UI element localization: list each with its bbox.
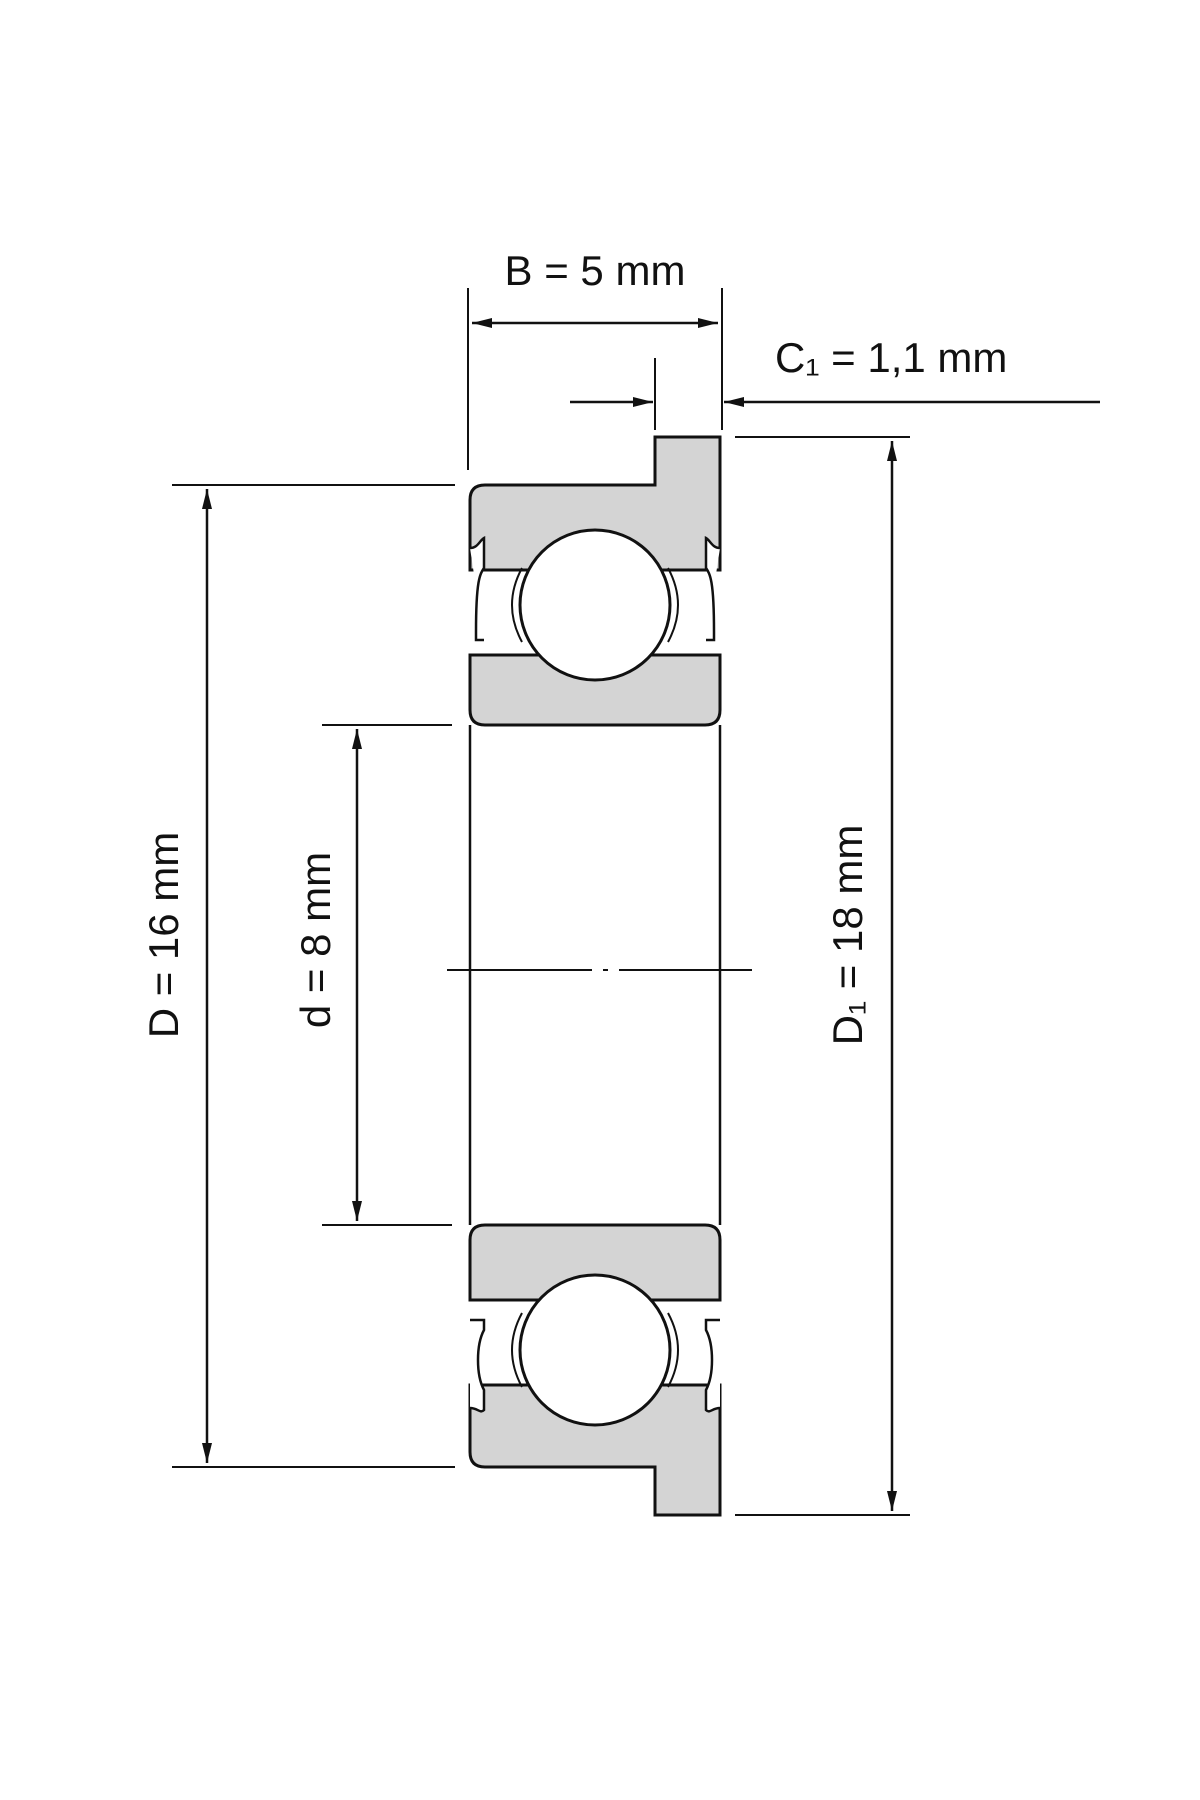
inner-ring-lower [468, 1223, 722, 1302]
dim-label-d: d = 8 mm [292, 852, 339, 1028]
shield-right-lower [704, 1318, 721, 1413]
dim-label-B: B = 5 mm [505, 247, 686, 294]
ball-lower [518, 1273, 672, 1427]
ball-upper [518, 528, 672, 682]
bearing-lower-section [468, 1223, 722, 1517]
shield-left-upper [469, 535, 486, 642]
cage-right-lower [667, 1312, 679, 1388]
cage-left-upper [511, 567, 523, 643]
dim-label-D1: D₁ = 18 mm [824, 825, 871, 1046]
cage-left-lower [511, 1312, 523, 1388]
shield-left-lower [469, 1318, 486, 1413]
dim-label-D: D = 16 mm [140, 832, 187, 1039]
shield-right-upper [704, 535, 721, 642]
outer-ring-upper [468, 435, 722, 572]
outer-ring-lower [468, 1383, 722, 1517]
bearing-upper-section [468, 435, 722, 727]
dim-label-C1: C₁ = 1,1 mm [775, 334, 1007, 381]
inner-ring-upper [468, 653, 722, 727]
cage-right-upper [667, 567, 679, 643]
